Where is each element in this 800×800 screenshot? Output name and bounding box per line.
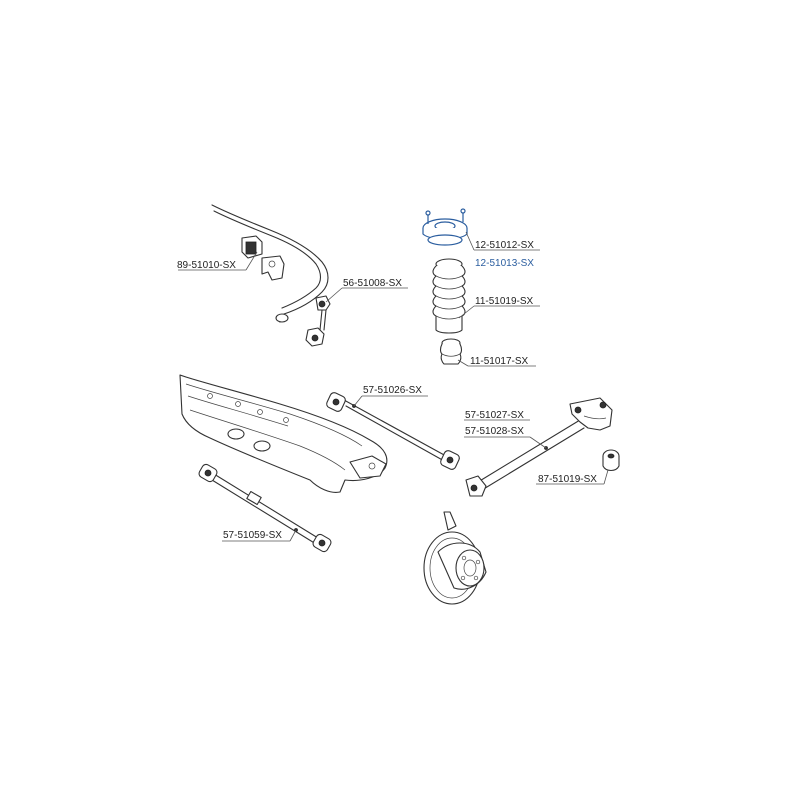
mount-bearing-ring[interactable]: [427, 234, 463, 246]
brake-disc-hub: [423, 511, 487, 605]
label-text: 57-51026-SX: [363, 385, 422, 396]
bump-stop[interactable]: [439, 338, 463, 365]
dust-boot[interactable]: [432, 258, 466, 334]
label-mount-bearing: 12-51013-SX: [475, 258, 534, 269]
lower-control-arm[interactable]: [198, 463, 333, 553]
label-bump-stop: 11-51017-SX: [457, 356, 536, 367]
arm-bushing[interactable]: [602, 449, 620, 472]
rear-subframe: [179, 374, 388, 493]
label-text: 11-51019-SX: [475, 296, 534, 307]
label-stab-link: 56-51008-SX: [325, 278, 408, 303]
stabilizer-link[interactable]: [305, 295, 331, 347]
label-upper-arm: 57-51026-SX: [353, 385, 428, 407]
label-lower-arm: 57-51059-SX: [222, 529, 297, 542]
label-trailing-arm: 57-51027-SX 57-51028-SX: [464, 410, 547, 449]
label-text: 12-51013-SX: [475, 258, 534, 269]
label-text: 89-51010-SX: [177, 260, 236, 271]
label-text: 56-51008-SX: [343, 278, 402, 289]
strut-top-mount[interactable]: [422, 208, 468, 240]
label-arm-bushing: 87-51019-SX: [536, 469, 609, 485]
label-text: 11-51017-SX: [470, 356, 529, 367]
label-text: 12-51012-SX: [475, 240, 534, 251]
trailing-arm[interactable]: [465, 397, 613, 497]
label-text: 87-51019-SX: [538, 474, 597, 485]
label-text: 57-51028-SX: [465, 426, 524, 437]
label-top-mount: 12-51012-SX: [465, 231, 540, 251]
label-text: 57-51027-SX: [465, 410, 524, 421]
label-dust-boot: 11-51019-SX: [458, 296, 540, 319]
label-text: 57-51059-SX: [223, 530, 282, 541]
label-stab-bushing: 89-51010-SX: [177, 251, 258, 271]
